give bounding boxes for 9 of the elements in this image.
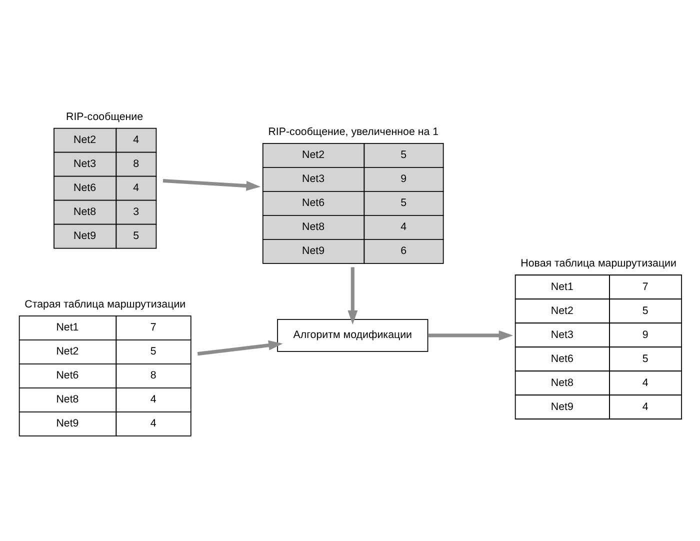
- arrow: [162, 178, 261, 190]
- node-label: RIP-сообщение, увеличенное на 1: [268, 126, 439, 138]
- node-label: Новая таблица маршрутизации: [520, 257, 676, 270]
- arrow: [428, 330, 514, 340]
- arrow: [197, 340, 283, 356]
- node-label: RIP-сообщение: [66, 110, 144, 122]
- node-box: Алгоритм модификации: [277, 318, 428, 352]
- node-label: Старая таблица маршрутизации: [24, 298, 186, 310]
- arrow: [348, 266, 358, 324]
